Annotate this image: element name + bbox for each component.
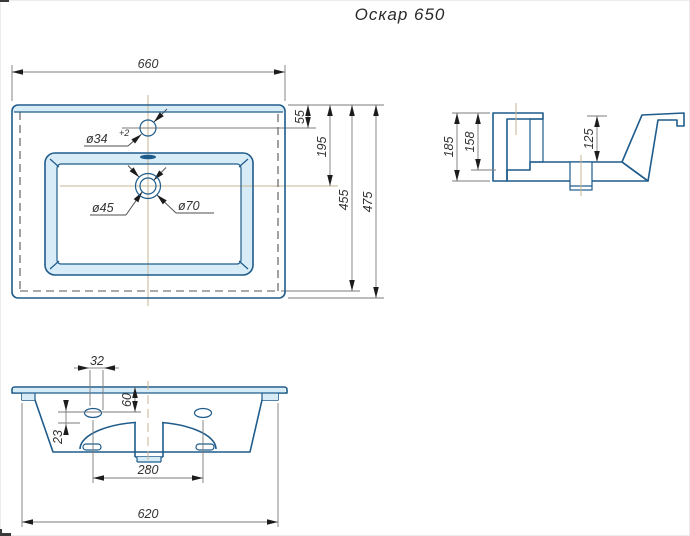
dim-23-value: 23 (51, 430, 65, 445)
faucet-hole-label: ø34 +2 (84, 108, 168, 147)
plan-hidden-contour (19, 112, 279, 292)
section-bowl-back-wall (529, 118, 544, 163)
faucet-hole-tolerance: +2 (119, 128, 129, 138)
front-view: 32 60 23 280 620 (11, 354, 288, 527)
front-right-slot (195, 443, 215, 451)
front-right-mount-hole (193, 407, 213, 419)
faucet-hole-diameter: ø34 (86, 132, 108, 146)
dim-660-value: 660 (138, 57, 159, 71)
scan-artifacts (0, 0, 11, 536)
overflow-slot (140, 154, 156, 160)
bowl-corner-chamfers (49, 158, 249, 270)
drain-inner-diameter: ø45 (92, 201, 114, 215)
dim-125-value: 125 (582, 129, 596, 150)
front-extension-lines (21, 370, 279, 527)
dim-158-value: 158 (463, 132, 477, 153)
faucet-hole (139, 119, 157, 137)
dim-32-value: 32 (90, 354, 104, 368)
section-back-wall (492, 112, 544, 182)
plan-view: 660 55 195 455 475 ø34 +2 ø45 (11, 57, 384, 306)
dim-620-value: 620 (138, 507, 159, 521)
front-left-mount-hole (83, 407, 103, 419)
dim-280: 280 (93, 463, 203, 481)
section-view: 185 158 125 (442, 103, 685, 196)
dim-60: 60 (120, 387, 138, 412)
front-left-slot (82, 443, 102, 451)
section-dims: 185 158 125 (442, 112, 607, 182)
dim-280-value: 280 (137, 463, 159, 477)
dim-32: 32 (74, 354, 119, 371)
drain-outer-diameter: ø70 (178, 199, 200, 213)
plan-bowl-floor (57, 164, 241, 264)
drain-inner-circle (139, 177, 157, 195)
dim-475-value: 475 (361, 192, 375, 213)
drain-outer-circle (134, 172, 162, 200)
dim-455-value: 455 (337, 190, 351, 211)
drain-labels: ø45 ø70 (90, 165, 214, 216)
dim-660: 660 (11, 57, 286, 101)
section-front-wall (621, 112, 685, 182)
dim-23: 23 (51, 400, 69, 445)
dim-55-value: 55 (293, 110, 307, 124)
drawing-title: Оскар 650 (355, 5, 446, 24)
dim-620: 620 (22, 507, 278, 525)
plan-right-dims: 55 195 455 475 (122, 104, 384, 299)
dim-195-value: 195 (315, 137, 329, 158)
dim-60-value: 60 (120, 393, 134, 407)
dim-185-value: 185 (442, 137, 456, 158)
front-rim-band (13, 388, 285, 393)
